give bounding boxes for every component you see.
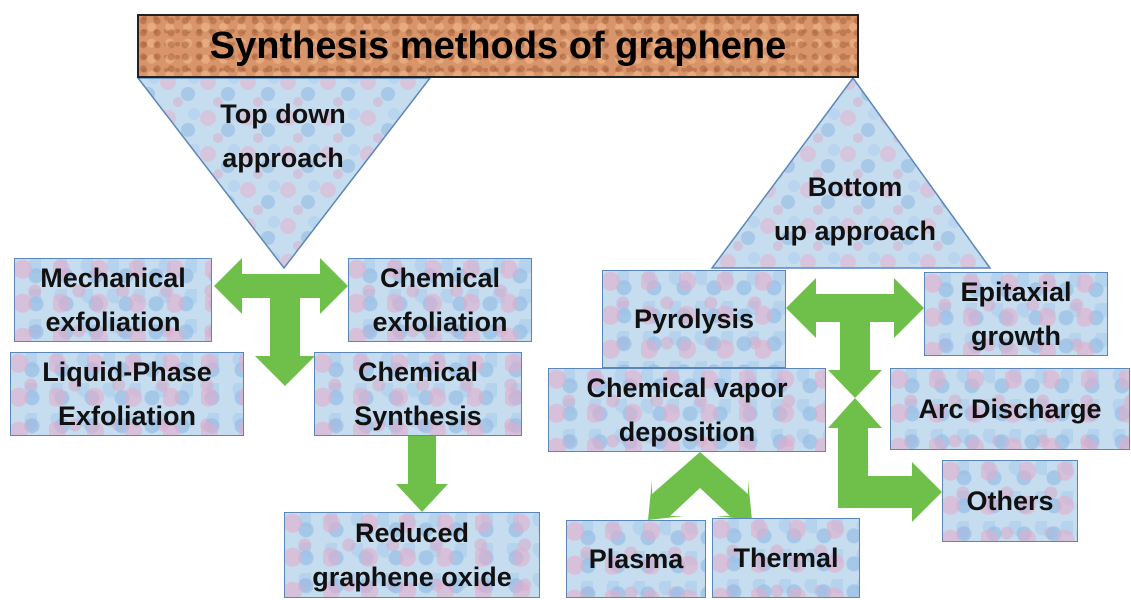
node-text: Synthesis xyxy=(354,401,482,431)
bottom-up-label-line2: up approach xyxy=(773,216,936,246)
node-thermal: Thermal xyxy=(712,518,860,598)
top-down-label-line2: approach xyxy=(222,143,344,173)
node-text: Chemical vapor xyxy=(586,373,788,403)
node-text: Plasma xyxy=(588,544,684,574)
right-t-arrow xyxy=(786,278,924,398)
top-down-label-line1: Top down xyxy=(220,99,346,129)
node-text: exfoliation xyxy=(45,307,181,337)
node-text: Epitaxial xyxy=(960,277,1072,307)
node-text: Pyrolysis xyxy=(633,304,755,334)
node-chemical-vapor-deposition: Chemical vapor deposition xyxy=(548,368,826,452)
node-liquid-phase-exfoliation: Liquid-Phase Exfoliation xyxy=(10,352,244,436)
down-arrow-reduced xyxy=(396,436,448,512)
node-text: Arc Discharge xyxy=(918,394,1102,424)
node-arc-discharge: Arc Discharge xyxy=(890,368,1130,450)
left-t-arrow xyxy=(214,258,348,386)
node-text: Others xyxy=(966,486,1054,516)
node-chemical-synthesis: Chemical Synthesis xyxy=(314,352,522,436)
page-title: Synthesis methods of graphene xyxy=(137,14,859,78)
top-down-label: Top down approach xyxy=(188,92,378,180)
node-text: Reduced xyxy=(354,518,469,548)
node-epitaxial-growth: Epitaxial growth xyxy=(924,272,1108,356)
node-reduced-graphene-oxide: Reduced graphene oxide xyxy=(284,512,540,598)
top-down-triangle xyxy=(136,77,432,270)
cvd-split-arrow xyxy=(648,452,752,520)
node-text: Mechanical xyxy=(40,263,186,293)
node-text: growth xyxy=(971,321,1061,351)
node-plasma: Plasma xyxy=(566,520,706,598)
node-text: exfoliation xyxy=(372,307,508,337)
node-text: Thermal xyxy=(733,543,839,573)
others-arrow xyxy=(828,398,942,522)
node-text: Exfoliation xyxy=(57,401,196,431)
node-text: Chemical xyxy=(379,263,501,293)
node-pyrolysis: Pyrolysis xyxy=(602,270,786,368)
node-others: Others xyxy=(942,460,1078,542)
node-text: Chemical xyxy=(357,357,479,387)
node-text: Liquid-Phase xyxy=(42,357,212,387)
node-text: deposition xyxy=(618,417,756,447)
bottom-up-label-line1: Bottom xyxy=(807,172,903,202)
node-chemical-exfoliation: Chemical exfoliation xyxy=(348,258,532,342)
bottom-up-triangle xyxy=(710,76,992,269)
node-text: graphene oxide xyxy=(312,562,512,592)
node-mechanical-exfoliation: Mechanical exfoliation xyxy=(14,258,212,342)
bottom-up-label: Bottom up approach xyxy=(760,165,950,253)
